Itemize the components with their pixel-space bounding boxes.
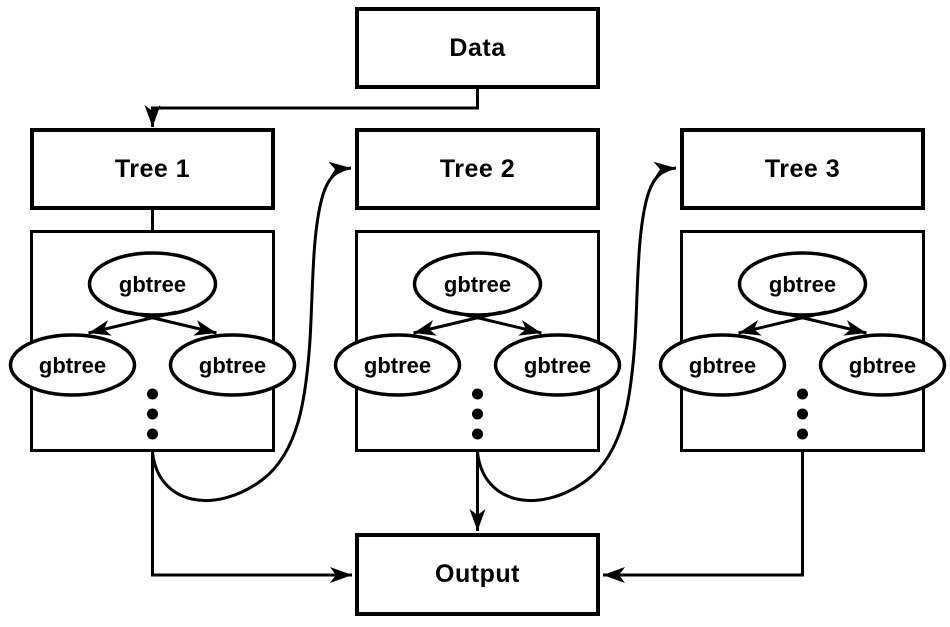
tree-3-label-box: Tree 3 <box>680 128 925 210</box>
tree-3-container-box <box>680 230 925 452</box>
tree-1-container-box <box>30 230 275 452</box>
tree-3-label: Tree 3 <box>764 154 841 183</box>
edge-tree3-to-output <box>603 452 804 583</box>
tree-2-label-box: Tree 2 <box>355 128 600 210</box>
tree-2-label: Tree 2 <box>439 154 516 183</box>
tree-1-label-box: Tree 1 <box>30 128 275 210</box>
edge-data-to-tree1 <box>144 89 479 127</box>
data-node: Data <box>355 7 600 89</box>
tree-2-container-box <box>355 230 600 452</box>
output-node: Output <box>355 533 600 616</box>
edge-tree1-to-output <box>151 452 352 583</box>
output-node-label: Output <box>435 560 520 588</box>
data-node-label: Data <box>449 33 506 62</box>
tree-1-label: Tree 1 <box>114 154 191 183</box>
